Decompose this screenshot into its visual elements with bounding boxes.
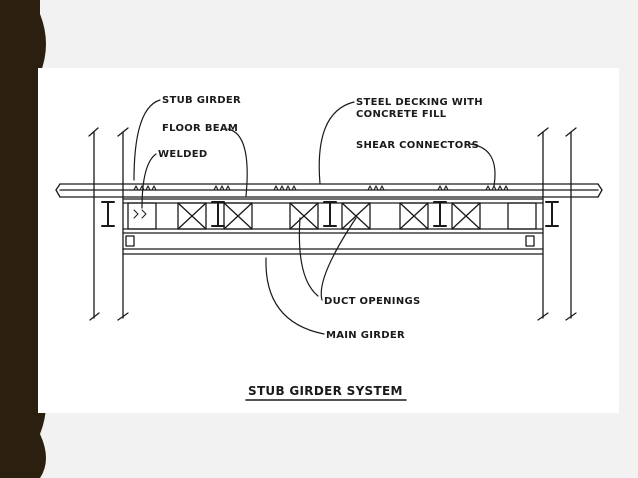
diagram-panel: STUB GIRDER FLOOR BEAM WELDED STEEL DECK…: [38, 68, 619, 413]
floor-beam: [211, 201, 225, 227]
label-steel-decking-line1: STEEL DECKING WITH: [356, 97, 483, 108]
stub-girder-diagram: STUB GIRDER FLOOR BEAM WELDED STEEL DECK…: [55, 95, 603, 401]
leader-stub-girder: [133, 99, 161, 181]
leader-shear-connectors: [469, 143, 496, 187]
leader-steel-decking: [318, 101, 355, 185]
left-column: [88, 127, 129, 321]
floor-beam: [101, 201, 115, 227]
weld-marks: [133, 209, 147, 219]
diagram-title: STUB GIRDER SYSTEM: [248, 384, 403, 398]
leader-main-girder: [265, 257, 325, 335]
label-steel-decking-line2: CONCRETE FILL: [356, 109, 447, 120]
label-stub-girder: STUB GIRDER: [162, 95, 241, 106]
floor-beam: [433, 201, 447, 227]
leader-duct-1: [298, 217, 319, 297]
leader-lines: [133, 99, 496, 335]
label-floor-beam: FLOOR BEAM: [162, 123, 238, 134]
scalloped-edge: [0, 0, 46, 478]
main-girder: [122, 228, 544, 255]
leader-duct-2: [320, 217, 357, 301]
diagram-labels: STUB GIRDER FLOOR BEAM WELDED STEEL DECK…: [158, 95, 483, 398]
label-duct-openings: DUCT OPENINGS: [324, 296, 421, 307]
leader-welded: [141, 153, 157, 209]
floor-beam: [323, 201, 337, 227]
floor-beam: [545, 201, 559, 227]
leader-floor-beam: [227, 128, 248, 197]
right-column: [537, 127, 577, 321]
label-shear-connectors: SHEAR CONNECTORS: [356, 140, 479, 151]
label-main-girder: MAIN GIRDER: [326, 330, 405, 341]
floor-beams: [101, 201, 559, 227]
label-welded: WELDED: [158, 149, 207, 160]
